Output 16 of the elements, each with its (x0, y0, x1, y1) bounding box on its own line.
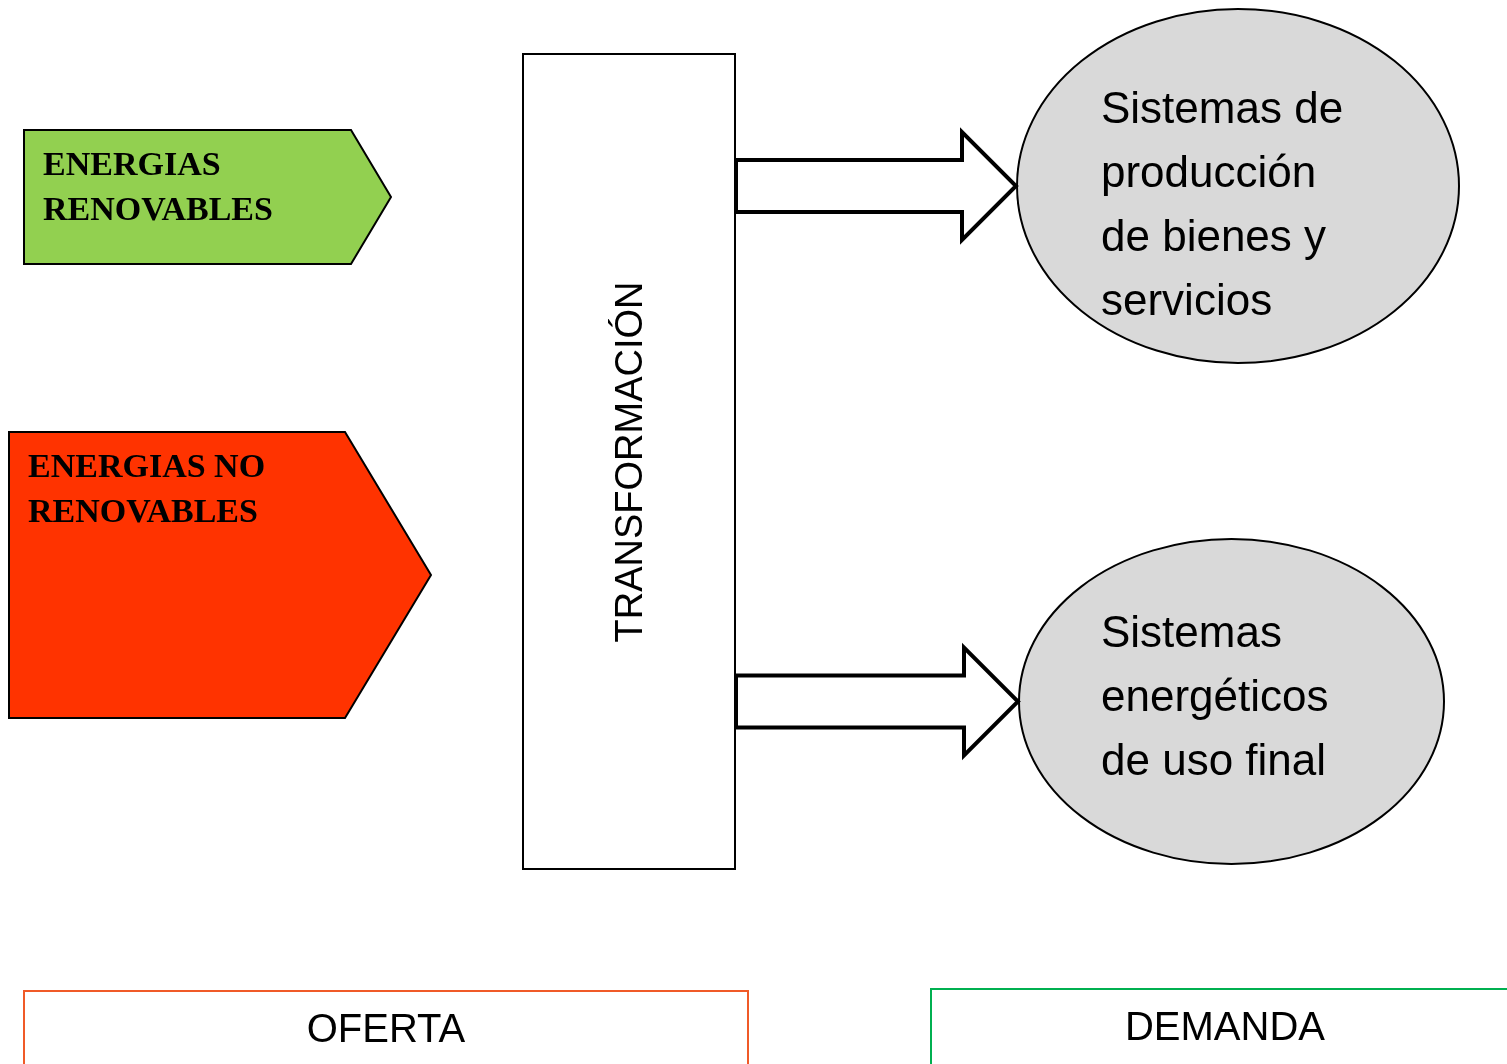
node-label: DEMANDA (1125, 1004, 1325, 1049)
section-box (23, 990, 749, 1064)
node-label: Sistemas energéticos de uso final (1101, 606, 1330, 786)
ellipse-node (1018, 538, 1445, 865)
block-arrow (734, 642, 1021, 761)
node-label: OFERTA (306, 1006, 466, 1051)
node-label: TRANSFORMACIÓN (607, 281, 651, 642)
arrow-shaped-box (23, 129, 392, 265)
block-arrow (734, 127, 1019, 245)
node-label: Sistemas de producción de bienes y servicios (1101, 82, 1345, 326)
arrow-shaped-box (8, 431, 432, 719)
node-label: ENERGIAS NO RENOVABLES (28, 446, 267, 531)
ellipse-node (1016, 8, 1460, 364)
node-label: ENERGIAS RENOVABLES (43, 144, 274, 229)
process-box (522, 53, 736, 870)
section-box (930, 988, 1507, 1064)
